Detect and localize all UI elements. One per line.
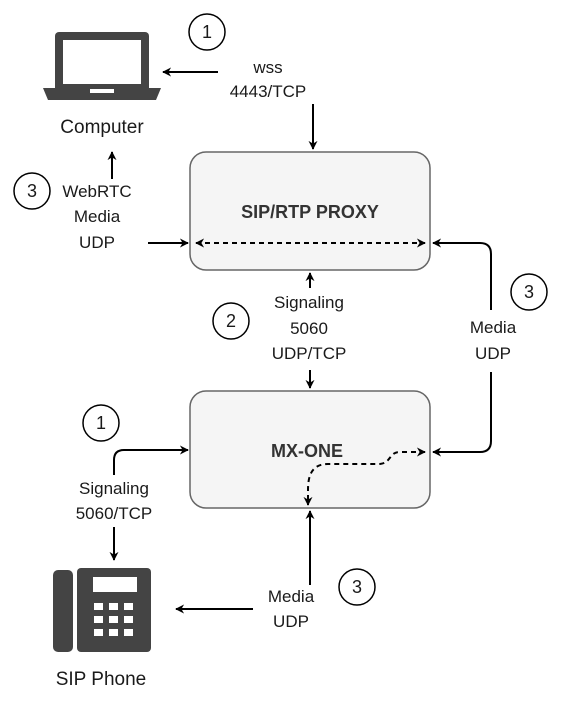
step-badge-computer-media: 3 <box>13 172 51 210</box>
right-media-upper-path <box>432 238 492 310</box>
svg-text:3: 3 <box>524 282 534 302</box>
right-media-label-line1: Media <box>470 318 517 337</box>
step-badge-phone-media: 3 <box>338 568 376 606</box>
mx-one-label: MX-ONE <box>271 441 343 461</box>
phone-signaling-label-line2: 5060/TCP <box>76 504 153 523</box>
phone-media-label-line2: UDP <box>273 612 309 631</box>
wss-label-line1: wss <box>252 58 282 77</box>
sip-rtp-proxy-label: SIP/RTP PROXY <box>241 202 379 222</box>
svg-text:1: 1 <box>202 22 212 42</box>
sip-phone-label: SIP Phone <box>56 669 147 690</box>
proxy-signaling-label-line1: Signaling <box>274 293 344 312</box>
proxy-signaling-label-line3: UDP/TCP <box>272 344 347 363</box>
desk-phone-icon <box>53 568 151 652</box>
svg-text:2: 2 <box>226 311 236 331</box>
laptop-icon <box>43 32 161 100</box>
right-media-label-line2: UDP <box>475 344 511 363</box>
webrtc-label-line1: WebRTC <box>62 182 131 201</box>
step-badge-computer-signaling: 1 <box>188 13 226 51</box>
step-badge-proxy-media: 3 <box>510 273 548 311</box>
right-media-lower-path <box>432 372 492 457</box>
computer-label: Computer <box>60 117 144 138</box>
webrtc-label-line3: UDP <box>79 233 115 252</box>
phone-media-label-line1: Media <box>268 587 315 606</box>
mx-one-internal-media-path <box>303 447 426 506</box>
phone-signaling-to-mx-one-arrow <box>113 445 189 475</box>
svg-text:3: 3 <box>352 577 362 597</box>
wss-label-line2: 4443/TCP <box>230 82 307 101</box>
proxy-signaling-label-line2: 5060 <box>290 319 328 338</box>
webrtc-label-line2: Media <box>74 207 121 226</box>
step-badge-phone-signaling: 1 <box>82 404 120 442</box>
svg-text:1: 1 <box>96 413 106 433</box>
phone-signaling-label-line1: Signaling <box>79 479 149 498</box>
svg-text:3: 3 <box>27 181 37 201</box>
step-badge-proxy-signaling: 2 <box>212 302 250 340</box>
